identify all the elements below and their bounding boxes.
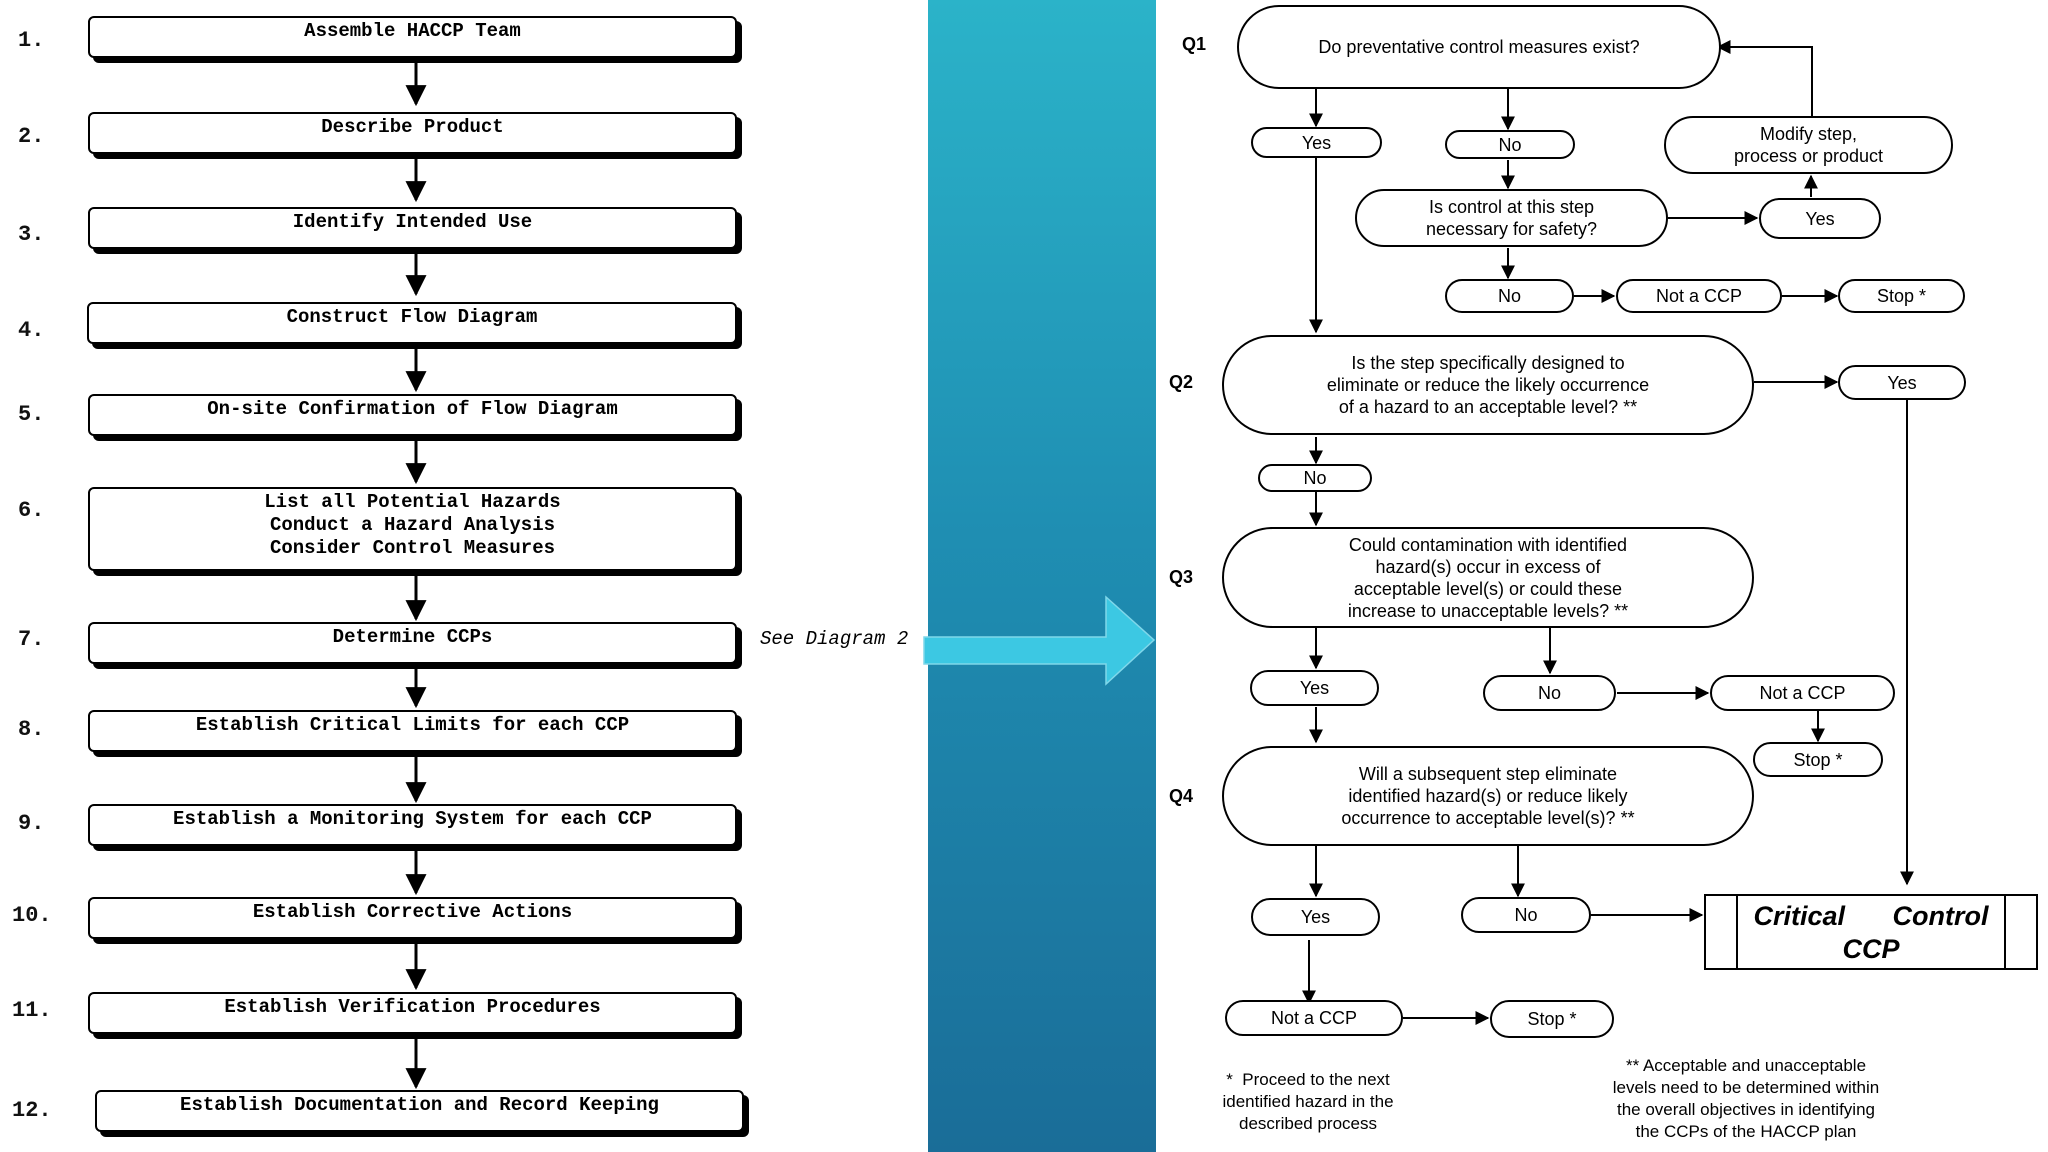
q2-yes: Yes [1838,365,1966,400]
step-number-10: 10. [12,903,52,928]
q3-question: Could contamination with identified haza… [1222,527,1754,628]
step-2-describe-product: Describe Product [88,112,737,154]
step-10-corrective-actions: Establish Corrective Actions [88,897,737,939]
modify-step: Modify step, process or product [1664,116,1953,174]
q1-question: Do preventative control measures exist? [1237,5,1721,89]
step-number-9: 9. [18,811,45,836]
step-number-2: 2. [18,124,45,149]
step-1-assemble-team: Assemble HACCP Team [88,16,737,58]
critical-control-point-box: Critical Control CCP [1704,894,2038,970]
q1-stop: Stop * [1838,279,1965,313]
q4-yes: Yes [1251,898,1380,936]
step-number-4: 4. [18,318,45,343]
step-12-documentation: Establish Documentation and Record Keepi… [95,1090,744,1132]
step-9-monitoring-system: Establish a Monitoring System for each C… [88,804,737,846]
q1-not-ccp: Not a CCP [1616,279,1782,313]
q4-label: Q4 [1169,786,1194,806]
q1-label: Q1 [1182,34,1207,54]
q3-no: No [1483,675,1616,711]
q1-no: No [1445,130,1575,159]
teal-gradient-band [928,0,1156,1152]
step-number-11: 11. [12,998,52,1023]
control-necessary-question: Is control at this step necessary for sa… [1355,189,1668,247]
ccp-title: Critical Control CCP [1753,901,1989,964]
transition-arrow [923,595,1156,686]
q4-no: No [1461,897,1591,933]
see-diagram-2-label: See Diagram 2 [760,628,909,650]
q2-question: Is the step specifically designed to eli… [1222,335,1754,435]
footnote-single-asterisk: * Proceed to the next identified hazard … [1222,1070,1394,1133]
control-no: No [1445,279,1574,313]
control-yes: Yes [1759,198,1881,239]
step-4-flow-diagram: Construct Flow Diagram [87,302,737,344]
q4-stop: Stop * [1490,1000,1614,1038]
ccp-inner-frame [1736,896,2006,968]
step-number-3: 3. [18,222,45,247]
step-number-1: 1. [18,28,45,53]
q4-not-ccp: Not a CCP [1225,1000,1403,1036]
q3-not-ccp: Not a CCP [1710,675,1895,711]
step-6-hazard-analysis: List all Potential Hazards Conduct a Haz… [88,487,737,571]
step-3-intended-use: Identify Intended Use [88,207,737,249]
q2-no: No [1258,464,1372,492]
step-5-onsite-confirmation: On-site Confirmation of Flow Diagram [88,394,737,436]
q3-yes: Yes [1250,670,1379,706]
step-number-5: 5. [18,402,45,427]
q2-label: Q2 [1169,372,1194,392]
q3-stop: Stop * [1753,742,1883,777]
q1-yes: Yes [1251,127,1382,158]
step-8-critical-limits: Establish Critical Limits for each CCP [88,710,737,752]
step-number-7: 7. [18,627,45,652]
step-number-12: 12. [12,1098,52,1123]
q3-label: Q3 [1169,567,1194,587]
q4-question: Will a subsequent step eliminate identif… [1222,746,1754,846]
step-number-8: 8. [18,717,45,742]
step-number-6: 6. [18,498,45,523]
footnote-double-asterisk: ** Acceptable and unacceptable levels ne… [1612,1056,1880,1141]
step-11-verification: Establish Verification Procedures [88,992,737,1034]
step-7-determine-ccps: Determine CCPs [88,622,737,664]
